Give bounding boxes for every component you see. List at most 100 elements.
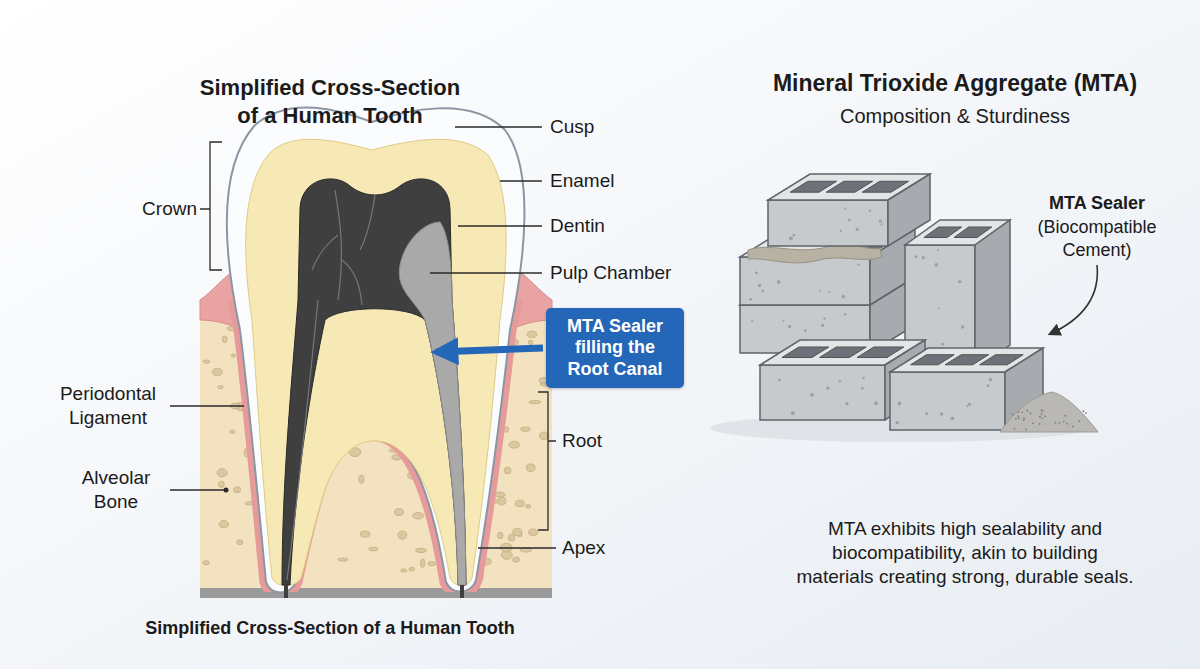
block-speckle bbox=[898, 402, 902, 406]
mta-filling bbox=[399, 222, 466, 585]
powder-grain bbox=[1055, 422, 1057, 424]
powder-grain bbox=[1018, 411, 1020, 413]
bone-pore bbox=[219, 521, 229, 528]
part-label: Dentin bbox=[550, 214, 605, 238]
block-speckle bbox=[880, 223, 882, 225]
nerve bbox=[335, 190, 341, 300]
block-hole bbox=[954, 227, 992, 238]
powder-grain bbox=[1032, 422, 1034, 424]
root-bracket bbox=[538, 392, 556, 530]
powder-grain bbox=[1058, 422, 1060, 424]
block-speckle bbox=[874, 401, 878, 405]
bone-pore bbox=[338, 558, 348, 561]
leader-line bbox=[455, 126, 542, 127]
leader-dot bbox=[224, 488, 229, 493]
block-speckle bbox=[789, 236, 793, 240]
block-speckle bbox=[966, 405, 968, 407]
powder-grain bbox=[1085, 412, 1087, 414]
block-speckle bbox=[937, 249, 939, 251]
leader-line bbox=[170, 405, 244, 406]
block-speckle bbox=[951, 416, 955, 420]
bone-pore bbox=[504, 467, 511, 474]
block-speckle bbox=[788, 325, 791, 328]
crown-bracket bbox=[200, 142, 222, 270]
block-speckle bbox=[938, 307, 940, 309]
powder-grain bbox=[1015, 418, 1017, 420]
block-speckle bbox=[922, 256, 925, 259]
block-speckle bbox=[758, 284, 761, 287]
powder-grain bbox=[1021, 411, 1023, 413]
bracket-label: Crown bbox=[142, 197, 197, 221]
bone-pore bbox=[233, 487, 240, 493]
block-speckle bbox=[840, 230, 842, 232]
block-speckle bbox=[826, 387, 829, 390]
bone-pore bbox=[212, 368, 222, 376]
callout-arrow bbox=[436, 348, 543, 352]
cinder-block bbox=[768, 174, 930, 246]
panel-subtitle: Composition & Sturdiness bbox=[840, 104, 1070, 129]
bone-pore bbox=[203, 360, 210, 363]
block-speckle bbox=[844, 313, 846, 315]
dentin bbox=[246, 139, 507, 585]
nerve bbox=[312, 235, 338, 270]
part-label: Alveolar Bone bbox=[66, 466, 166, 514]
block-speckle bbox=[934, 263, 938, 267]
bracket-label: Root bbox=[562, 429, 602, 453]
part-label: Enamel bbox=[550, 169, 614, 193]
bone-pore bbox=[498, 497, 506, 505]
block-speckle bbox=[862, 377, 865, 380]
block-speckle bbox=[804, 329, 807, 332]
powder-grain bbox=[1042, 410, 1044, 412]
bone-pore bbox=[525, 505, 530, 509]
bone-pore bbox=[217, 469, 227, 477]
part-label: Cusp bbox=[550, 115, 594, 139]
bone-pore bbox=[527, 331, 537, 338]
bone-pore bbox=[509, 441, 520, 448]
block-speckle bbox=[861, 387, 864, 390]
bone-pore bbox=[497, 532, 503, 538]
block-speckle bbox=[751, 320, 753, 322]
block-speckle bbox=[823, 317, 826, 320]
block-speckle bbox=[819, 290, 821, 292]
block-speckle bbox=[958, 280, 961, 283]
block-speckle bbox=[777, 280, 781, 284]
bone-pore bbox=[219, 481, 225, 487]
block-speckle bbox=[940, 412, 943, 415]
bone-pore bbox=[401, 569, 407, 572]
block-speckle bbox=[755, 272, 758, 275]
tooth-illustration bbox=[200, 107, 552, 598]
bone-pore bbox=[218, 386, 224, 389]
powder-grain bbox=[1072, 426, 1074, 428]
block-speckle bbox=[845, 402, 848, 405]
diagram-title: Simplified Cross-Section of a Human Toot… bbox=[193, 74, 468, 129]
block-speckle bbox=[941, 343, 944, 346]
bone-pore bbox=[528, 340, 533, 345]
pulp bbox=[282, 179, 466, 585]
powder-grain bbox=[1018, 417, 1020, 419]
callout-label: (Biocompatible Cement) bbox=[1027, 216, 1167, 261]
pointer-arrow bbox=[1050, 265, 1097, 334]
bone-pore bbox=[203, 561, 209, 565]
powder-grain bbox=[1039, 423, 1041, 425]
bone-pore bbox=[230, 430, 235, 433]
block-speckle bbox=[856, 228, 859, 231]
powder-grain bbox=[1030, 412, 1032, 414]
block-speckle bbox=[961, 325, 964, 328]
cement-powder bbox=[1000, 392, 1098, 432]
powder-grain bbox=[1039, 416, 1041, 418]
powder-grain bbox=[1023, 418, 1025, 420]
bone-pore bbox=[420, 559, 424, 567]
nerve bbox=[342, 260, 362, 305]
canal-exit bbox=[286, 585, 462, 598]
powder-grain bbox=[1044, 415, 1046, 417]
block-speckle bbox=[869, 209, 872, 212]
powder-grain bbox=[1083, 410, 1085, 412]
mortar bbox=[748, 244, 882, 263]
powder-grain bbox=[1066, 423, 1068, 425]
part-label: Pulp Chamber bbox=[550, 261, 671, 285]
bone-pore bbox=[359, 475, 364, 484]
part-label: Apex bbox=[562, 536, 605, 560]
block-speckle bbox=[839, 380, 841, 382]
